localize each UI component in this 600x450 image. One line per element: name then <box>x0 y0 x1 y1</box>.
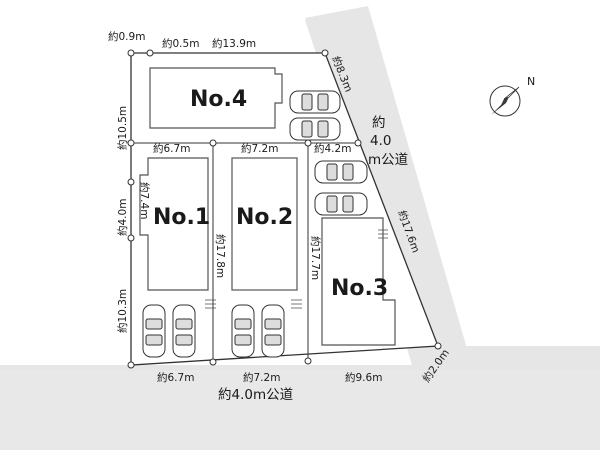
compass-north-label: N <box>527 75 535 88</box>
car-icon <box>289 117 341 141</box>
building-no1 <box>139 157 209 291</box>
building-no3 <box>321 217 396 346</box>
dim-bottom-9-6: 約9.6m <box>345 371 382 384</box>
car-icon <box>172 304 196 358</box>
dim-top-0-5: 約0.5m <box>162 37 199 50</box>
south-road <box>0 370 600 450</box>
dim-top-13-9: 約13.9m <box>212 37 256 50</box>
dim-bottom-6-7: 約6.7m <box>157 371 194 384</box>
dim-left-10-5: 約10.5m <box>116 106 129 150</box>
entry-steps <box>205 229 388 309</box>
east-road-label-3: m公道 <box>368 152 408 168</box>
car-icon <box>289 90 341 114</box>
dim-left-4-0: 約4.0m <box>116 199 129 236</box>
car-icon <box>261 304 285 358</box>
car-icon <box>314 192 368 216</box>
car-icon <box>142 304 166 358</box>
lot-no4-label: No.4 <box>190 87 247 112</box>
lot-no3-label: No.3 <box>331 276 388 301</box>
dim-bottom-7-2: 約7.2m <box>243 371 280 384</box>
cars-parking-east <box>289 90 368 216</box>
dim-lot2-inner: 約17.8m <box>214 234 227 278</box>
building-no4 <box>149 67 283 129</box>
lot-no2-label: No.2 <box>236 205 293 230</box>
car-icon <box>314 160 368 184</box>
east-road-label-2: 4.0 <box>370 133 391 149</box>
survey-points <box>127 49 442 369</box>
lot-no1-label: No.1 <box>153 205 210 230</box>
south-road-label: 約4.0m公道 <box>218 387 293 403</box>
dim-lot3-inner: 約17.7m <box>309 236 322 280</box>
cars-parking-bottom <box>142 304 285 358</box>
dim-lot1-inner: 約7.4m <box>138 182 151 219</box>
east-road-band <box>305 6 468 360</box>
building-no2 <box>231 157 298 291</box>
compass-icon <box>489 85 521 117</box>
dim-mid-4-2: 約4.2m <box>314 142 351 155</box>
dim-left-10-3: 約10.3m <box>116 289 129 333</box>
dim-mid-6-7: 約6.7m <box>153 142 190 155</box>
car-icon <box>231 304 255 358</box>
east-road-label-1: 約 <box>372 115 386 131</box>
dim-mid-7-2: 約7.2m <box>241 142 278 155</box>
dim-top-0-9: 約0.9m <box>108 30 145 43</box>
